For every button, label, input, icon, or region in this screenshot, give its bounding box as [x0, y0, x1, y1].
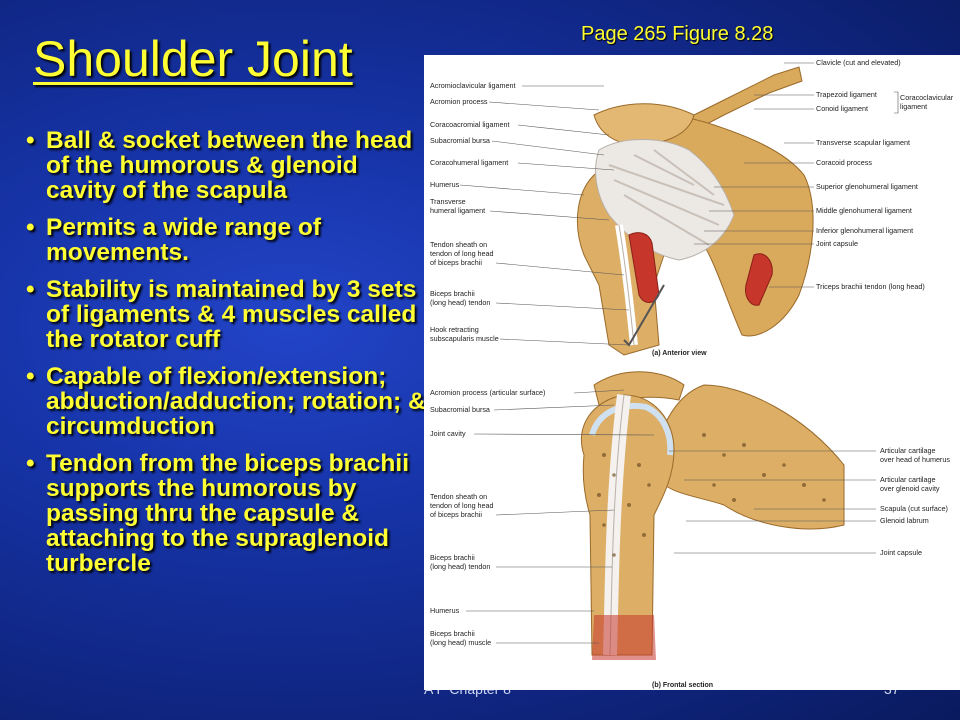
label-frontal-tendon-sheath-3: of biceps brachii: [430, 510, 482, 519]
label-coracohumeral-ligament: Coracohumeral ligament: [430, 158, 508, 167]
bullet-list: • Ball & socket between the head of the h…: [26, 128, 428, 588]
bullet-item: • Capable of flexion/extension; abduction…: [26, 364, 428, 439]
shoulder-anatomy-figure: Acromioclavicular ligament Acromion proc…: [424, 55, 960, 690]
frontal-section-caption: (b) Frontal section: [652, 682, 713, 689]
anterior-left-labels: Acromioclavicular ligament Acromion proc…: [430, 81, 515, 343]
anterior-right-leader-lines: [694, 62, 899, 288]
label-frontal-long-head-muscle: (long head) muscle: [430, 638, 491, 647]
label-subacromial-bursa: Subacromial bursa: [430, 136, 490, 145]
label-cartilage-glenoid-2: over glenoid cavity: [880, 484, 940, 493]
label-long-head-tendon: (long head) tendon: [430, 298, 490, 307]
label-cartilage-humerus-1: Articular cartilage: [880, 446, 936, 455]
label-transverse-scapular-ligament: Transverse scapular ligament: [816, 138, 910, 147]
label-cartilage-glenoid-1: Articular cartilage: [880, 475, 936, 484]
label-hook-retracting: Hook retracting: [430, 325, 479, 334]
label-inferior-glenohumeral-ligament: Inferior glenohumeral ligament: [816, 226, 913, 235]
bullet-text: Ball & socket between the head of the hu…: [46, 127, 413, 204]
frontal-right-labels: Articular cartilage over head of humerus…: [880, 446, 950, 557]
bullet-item: • Permits a wide range of movements.: [26, 215, 428, 265]
label-frontal-tendon-sheath-1: Tendon sheath on: [430, 492, 487, 501]
slide-title: Shoulder Joint: [33, 31, 353, 87]
bullet-dot-icon: •: [26, 276, 35, 303]
label-humerus: Humerus: [430, 180, 460, 189]
label-coracoclavicular: Coracoclavicular: [900, 93, 954, 102]
label-superior-glenohumeral-ligament: Superior glenohumeral ligament: [816, 182, 918, 191]
label-joint-capsule: Joint capsule: [816, 239, 858, 248]
label-glenoid-labrum: Glenoid labrum: [880, 516, 929, 525]
frontal-left-labels: Acromion process (articular surface) Sub…: [430, 388, 545, 647]
anterior-view-drawing: [576, 66, 814, 356]
label-coracoid-process: Coracoid process: [816, 158, 872, 167]
label-clavicle: Clavicle (cut and elevated): [816, 58, 901, 67]
bullet-item: • Ball & socket between the head of the h…: [26, 128, 428, 203]
label-transverse: Transverse: [430, 197, 466, 206]
label-tendon-sheath-2: tendon of long head: [430, 249, 494, 258]
label-joint-cavity: Joint cavity: [430, 429, 466, 438]
bullet-text: Tendon from the biceps brachii supports …: [46, 450, 410, 577]
bullet-item: • Tendon from the biceps brachii supports…: [26, 451, 428, 576]
label-frontal-biceps-brachii: Biceps brachii: [430, 553, 475, 562]
anterior-left-leader-lines: [459, 85, 630, 346]
figure-reference: Page 265 Figure 8.28: [581, 23, 774, 45]
frontal-left-leader-lines: [466, 389, 655, 644]
bullet-item: • Stability is maintained by 3 sets of li…: [26, 277, 428, 352]
label-tendon-sheath-3: of biceps brachii: [430, 258, 482, 267]
label-acromion-articular-surface: Acromion process (articular surface): [430, 388, 545, 397]
label-middle-glenohumeral-ligament: Middle glenohumeral ligament: [816, 206, 912, 215]
bullet-dot-icon: •: [26, 127, 35, 154]
shoulder-anatomy-illustration: Acromioclavicular ligament Acromion proc…: [430, 58, 954, 689]
label-frontal-long-head-tendon: (long head) tendon: [430, 562, 490, 571]
anterior-view-caption: (a) Anterior view: [652, 350, 707, 357]
label-conoid-ligament: Conoid ligament: [816, 104, 868, 113]
bullet-text: Stability is maintained by 3 sets of lig…: [46, 276, 417, 353]
bullet-dot-icon: •: [26, 214, 35, 241]
label-coracoacromial-ligament: Coracoacromial ligament: [430, 120, 510, 129]
frontal-section-drawing: [580, 371, 845, 660]
label-cartilage-humerus-2: over head of humerus: [880, 455, 950, 464]
label-frontal-tendon-sheath-2: tendon of long head: [430, 501, 494, 510]
bullet-text: Capable of flexion/extension; abduction/…: [46, 363, 426, 440]
label-frontal-humerus: Humerus: [430, 606, 460, 615]
label-tendon-sheath-1: Tendon sheath on: [430, 240, 487, 249]
label-coracoclavicular-ligament: ligament: [900, 102, 927, 111]
label-frontal-biceps-brachii-2: Biceps brachii: [430, 629, 475, 638]
label-acromioclavicular-ligament: Acromioclavicular ligament: [430, 81, 515, 90]
label-acromion-process: Acromion process: [430, 97, 488, 106]
label-frontal-subacromial-bursa: Subacromial bursa: [430, 405, 490, 414]
bullet-dot-icon: •: [26, 450, 35, 477]
label-biceps-brachii: Biceps brachii: [430, 289, 475, 298]
bullet-dot-icon: •: [26, 363, 35, 390]
label-scapula-cut-surface: Scapula (cut surface): [880, 504, 948, 513]
label-frontal-joint-capsule: Joint capsule: [880, 548, 922, 557]
label-humeral-ligament: humeral ligament: [430, 206, 485, 215]
frontal-right-leader-lines: [669, 450, 876, 554]
label-triceps-brachii-tendon: Triceps brachii tendon (long head): [816, 282, 925, 291]
anterior-right-labels: Clavicle (cut and elevated) Trapezoid li…: [816, 58, 954, 291]
bullet-text: Permits a wide range of movements.: [46, 214, 322, 266]
label-subscapularis-muscle: subscapularis muscle: [430, 334, 499, 343]
label-trapezoid-ligament: Trapezoid ligament: [816, 90, 877, 99]
